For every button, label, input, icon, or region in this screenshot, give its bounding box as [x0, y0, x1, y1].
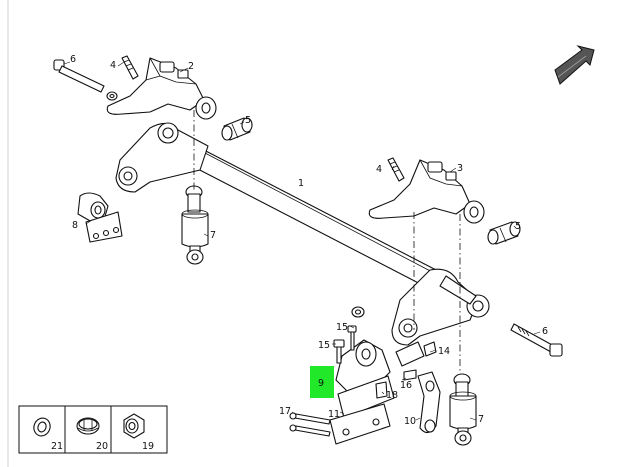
- label-left-shock: 7: [210, 230, 216, 241]
- nut-icon: [123, 413, 145, 439]
- label-part-17: 17: [279, 406, 291, 417]
- axle-beam: [115, 122, 490, 346]
- label-left-long-bolt: 6: [70, 54, 76, 65]
- highlight-marker: [310, 366, 334, 398]
- left-shock-absorber: [181, 185, 209, 265]
- label-left-stud: 4: [110, 60, 116, 71]
- label-part-10: 10: [404, 416, 416, 427]
- direction-arrow-icon: [554, 45, 595, 85]
- label-part-15-lower: 15: [318, 340, 330, 351]
- left-bracket: [106, 57, 217, 120]
- left-bushing: [221, 117, 253, 141]
- label-part-16: 16: [400, 380, 412, 391]
- small-fasteners: [289, 306, 417, 437]
- right-shock-absorber: [449, 373, 477, 446]
- right-bushing: [487, 221, 521, 245]
- label-part-15-top: 15: [336, 322, 348, 333]
- right-stud: [387, 157, 405, 182]
- callout-labels: 1 2 3 4 4 5 5 6 6 7 7 8 9 10 11 14 15 15…: [70, 54, 548, 427]
- legend-label-nut: 19: [142, 441, 154, 452]
- label-left-bushing: 5: [245, 115, 251, 126]
- left-stud: [121, 55, 139, 80]
- label-part-18: 18: [386, 390, 398, 401]
- left-mount-bracket: [77, 192, 123, 243]
- label-part-11: 11: [328, 409, 340, 420]
- label-axle: 1: [298, 178, 304, 189]
- legend-label-washer: 21: [51, 441, 63, 452]
- label-highlighted-part: 9: [318, 378, 324, 389]
- label-right-bracket: 3: [457, 163, 463, 174]
- legend-label-clip: 20: [96, 441, 108, 452]
- label-part-14: 14: [438, 346, 450, 357]
- label-right-shock: 7: [478, 414, 484, 425]
- parts-legend: 21 20 19: [18, 405, 168, 454]
- washer-icon: [33, 417, 51, 437]
- leader-lines: [63, 61, 541, 421]
- label-right-bushing: 5: [515, 221, 521, 232]
- label-left-bracket: 2: [188, 61, 194, 72]
- lower-mount-assembly: [329, 339, 441, 445]
- right-bracket: [368, 159, 485, 224]
- label-right-stud: 4: [376, 164, 382, 175]
- label-right-long-bolt: 6: [542, 326, 548, 337]
- left-long-bolt: [53, 59, 105, 93]
- right-long-bolt: [510, 323, 563, 357]
- clip-ring-icon: [76, 417, 100, 435]
- label-mount-bracket: 8: [72, 220, 78, 231]
